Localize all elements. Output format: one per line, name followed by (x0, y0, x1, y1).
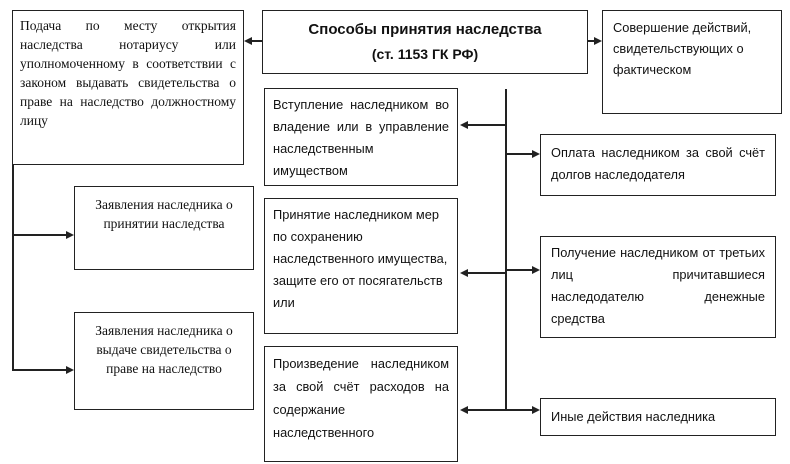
arrow-to-preservation (460, 269, 468, 277)
apply-certificate-text: Заявления наследника о выдаче свидетельс… (95, 323, 233, 376)
connector-to-other-actions (506, 409, 534, 411)
expenses-text: Произведение наследником за свой счёт ра… (273, 356, 449, 440)
notary-text: Подача по месту открытия наследства нота… (20, 18, 236, 128)
possession-box: Вступление наследником во владение или в… (264, 88, 458, 186)
right-vertical-connector (505, 89, 507, 411)
arrow-to-apply-certificate (66, 366, 74, 374)
expenses-box: Произведение наследником за свой счёт ра… (264, 346, 458, 462)
arrow-to-other-actions (532, 406, 540, 414)
connector-title-to-notary (252, 40, 262, 42)
apply-acceptance-text: Заявления наследника о принятии наследст… (95, 197, 233, 231)
title-box: Способы принятия наследства (ст. 1153 ГК… (262, 10, 588, 74)
arrow-to-actual (594, 37, 602, 45)
third-party-text: Получение наследником от третьих лиц при… (551, 245, 765, 326)
apply-certificate-box: Заявления наследника о выдаче свидетельс… (74, 312, 254, 410)
actual-actions-text: Совершение действий, свидетельствующих о… (613, 20, 752, 77)
connector-to-possession (466, 124, 506, 126)
preservation-box: Принятие наследником мер по сохранению н… (264, 198, 458, 334)
third-party-box: Получение наследником от третьих лиц при… (540, 236, 776, 338)
possession-text: Вступление наследником во владение или в… (273, 97, 449, 178)
diagram-subtitle: (ст. 1153 ГК РФ) (371, 46, 479, 62)
arrow-to-notary (244, 37, 252, 45)
arrow-to-third-party (532, 266, 540, 274)
other-actions-text: Иные действия наследника (551, 409, 716, 424)
arrow-to-debts (532, 150, 540, 158)
connector-to-third-party (506, 269, 534, 271)
arrow-to-possession (460, 121, 468, 129)
arrow-to-expenses (460, 406, 468, 414)
connector-to-expenses (466, 409, 506, 411)
other-actions-box: Иные действия наследника (540, 398, 776, 436)
connector-to-preservation (466, 272, 506, 274)
left-vertical-connector (12, 164, 14, 370)
apply-acceptance-box: Заявления наследника о принятии наследст… (74, 186, 254, 270)
connector-title-to-actual (588, 40, 595, 42)
diagram-title: Способы принятия наследства (308, 21, 542, 38)
debts-text: Оплата наследником за свой счёт долгов н… (551, 145, 765, 182)
preservation-text: Принятие наследником мер по сохранению н… (273, 207, 448, 310)
debts-box: Оплата наследником за свой счёт долгов н… (540, 134, 776, 196)
notary-box: Подача по месту открытия наследства нота… (12, 10, 244, 165)
connector-to-apply-acceptance (12, 234, 70, 236)
arrow-to-apply-acceptance (66, 231, 74, 239)
connector-to-apply-certificate (12, 369, 70, 371)
actual-actions-box: Совершение действий, свидетельствующих о… (602, 10, 782, 114)
connector-to-debts (506, 153, 534, 155)
